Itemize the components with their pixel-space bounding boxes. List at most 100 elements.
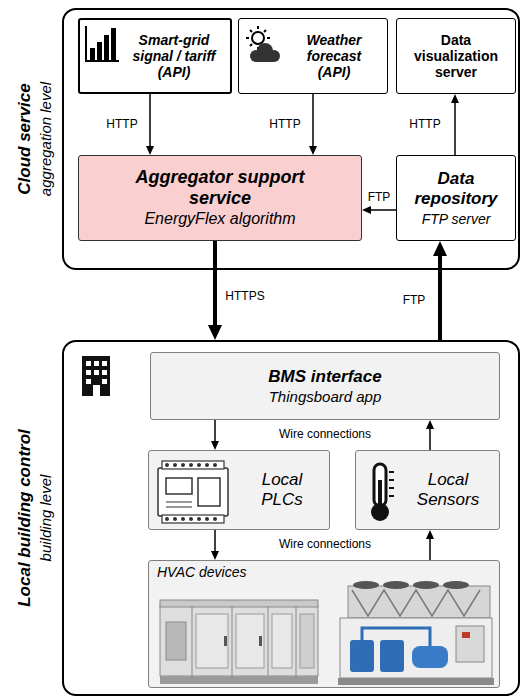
bar-chart-icon-part <box>111 28 116 60</box>
wiring-note: Wire connections <box>277 428 373 442</box>
plc-icon-part <box>189 517 193 521</box>
plc-icon-part <box>162 515 224 523</box>
building-level-panel: BMS interfaceThingsboard appLocal PLCsLo… <box>62 340 520 696</box>
box-title: HVAC devices <box>157 564 246 580</box>
weather-icon-part <box>252 32 264 44</box>
repository-box: Data repositoryFTP server <box>396 155 516 241</box>
api-box: Weather forecast (API) <box>238 18 388 94</box>
chiller-unit-part <box>413 581 439 589</box>
building-icon-part <box>102 370 107 375</box>
chiller-unit-part <box>350 640 374 672</box>
signal-arrow <box>426 530 434 560</box>
chiller-unit-part <box>380 640 404 672</box>
api-box: Smart-grid signal / tariff (API) <box>78 18 232 94</box>
arrow-head <box>362 206 371 214</box>
level-heading: Local building controlbuilding level <box>7 342 62 694</box>
building-icon-part <box>93 385 100 396</box>
protocol-label: FTP <box>366 191 393 205</box>
arrow-head <box>146 146 154 155</box>
signal-arrow <box>451 94 459 155</box>
air-handling-unit-part <box>192 606 296 676</box>
arrow-head <box>211 441 219 450</box>
building-icon-part <box>86 370 91 375</box>
weather-icon <box>246 26 280 62</box>
plc-icon <box>158 461 228 523</box>
plc-icon-part <box>165 517 169 521</box>
arrow-head <box>433 241 447 256</box>
building-icon-part <box>86 361 91 366</box>
connector-line <box>369 209 396 211</box>
air-handling-unit-part <box>166 622 186 660</box>
air-handling-unit-part <box>300 614 314 668</box>
building-icon <box>82 356 110 396</box>
signal-arrow <box>309 94 317 155</box>
box-subtitle: building level <box>37 475 54 562</box>
arrow-head <box>309 146 317 155</box>
air-handling-unit-part <box>272 614 292 668</box>
weather-icon-part <box>246 26 270 50</box>
chiller-unit-part <box>383 581 409 589</box>
connector-line <box>429 537 431 560</box>
plc-icon-part <box>198 478 220 506</box>
plc-icon-part <box>173 463 177 467</box>
plc-icon-part <box>197 463 201 467</box>
air-handling-unit-part <box>259 636 262 646</box>
bar-chart-icon-part <box>97 42 102 60</box>
connector-line <box>214 420 216 443</box>
chiller-unit-part <box>456 626 484 662</box>
protocol-label: HTTP <box>104 118 139 132</box>
wiring-note: Wire connections <box>277 538 373 552</box>
connector-line <box>438 253 442 340</box>
building-icon-part <box>94 370 99 375</box>
box-title: Smart-grid signal / tariff (API) <box>122 32 226 80</box>
signal-arrow <box>211 530 219 560</box>
sensor-box: Local Sensors <box>355 450 500 530</box>
bar-chart-icon-part <box>104 35 109 60</box>
data-flow-arrow <box>208 241 222 340</box>
box-title: Local Sensors <box>411 470 486 509</box>
arrow-head <box>208 325 222 340</box>
box-subtitle: aggregation level <box>37 82 54 196</box>
bar-chart-icon-part <box>86 26 119 61</box>
chiller-unit-part <box>353 581 379 589</box>
chiller-unit-part <box>362 628 430 646</box>
cloud-level-panel: Smart-grid signal / tariff (API)Weather … <box>62 8 520 270</box>
chiller-unit-part <box>352 590 480 616</box>
chiller-unit-part <box>412 646 448 668</box>
data-flow-arrow <box>433 241 447 340</box>
weather-icon-part <box>268 50 280 62</box>
plc-icon-part <box>158 468 228 516</box>
device-box: HVAC devices <box>148 560 500 688</box>
building-icon-part <box>82 356 110 396</box>
bar-chart-icon-part <box>90 48 95 60</box>
plc-icon-part <box>181 463 185 467</box>
plc-icon-part <box>205 517 209 521</box>
protocol-label: FTP <box>401 294 428 308</box>
connector-line <box>214 530 216 553</box>
interface-box: BMS interfaceThingsboard app <box>150 352 500 420</box>
connector-line <box>149 94 151 148</box>
chiller-unit-part <box>348 586 490 618</box>
level-heading: Cloud serviceaggregation level <box>7 10 62 268</box>
plc-icon-part <box>181 517 185 521</box>
air-handling-unit <box>160 600 318 684</box>
chiller-unit-part <box>462 632 470 638</box>
box-title: BMS interface <box>268 367 381 387</box>
box-title: Local building control <box>15 429 35 607</box>
plc-icon-part <box>213 463 217 467</box>
building-icon-part <box>86 379 91 384</box>
arrow-head <box>426 530 434 539</box>
weather-icon-part <box>257 43 273 59</box>
plc-icon-part <box>189 463 193 467</box>
connector-line <box>454 101 456 155</box>
protocol-label: HTTP <box>407 118 442 132</box>
air-handling-unit-part <box>224 636 227 646</box>
box-subtitle: FTP server <box>422 211 491 227</box>
thermometer-icon-part <box>389 472 394 496</box>
protocol-label: HTTP <box>267 118 302 132</box>
plc-icon-part <box>165 463 169 467</box>
box-subtitle: Thingsboard app <box>269 388 382 405</box>
plc-icon-part <box>166 502 192 507</box>
